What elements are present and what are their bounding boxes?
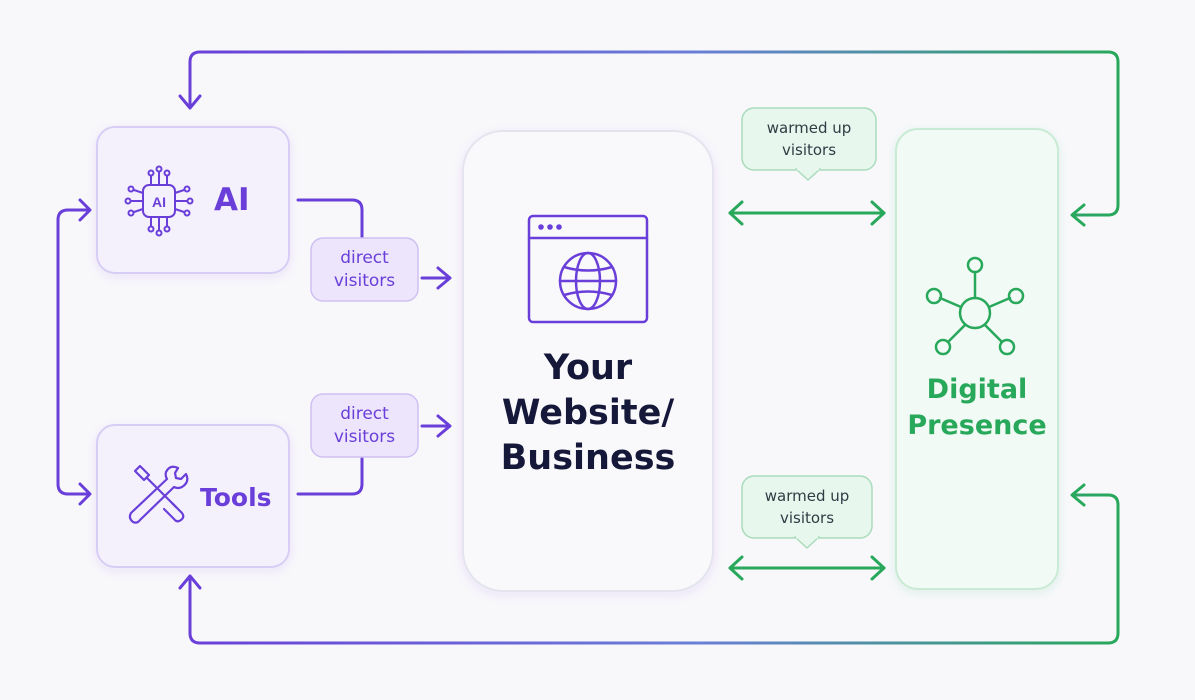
ai-node-label: AI xyxy=(214,182,250,218)
tools-node-label: Tools xyxy=(200,483,272,512)
ai-chip-text: AI xyxy=(152,194,166,210)
ai-tools-connector xyxy=(56,208,90,496)
edge-label-digital-website-bottom: warmed up visitors xyxy=(764,487,850,527)
loop-top-arrowhead-ai xyxy=(178,94,202,110)
pill-ai-direct-visitors xyxy=(310,237,419,302)
website-node-label: Your Website/ Business xyxy=(500,348,676,478)
double-arrow-bottom xyxy=(728,555,886,581)
loop-top-arrowhead-digital xyxy=(1070,203,1086,227)
digital-node xyxy=(895,128,1059,590)
edge-label-digital-website-top: warmed up visitors xyxy=(766,119,852,159)
wrench-screwdriver-icon xyxy=(128,464,189,524)
ai-website-arrowhead xyxy=(436,266,452,290)
browser-globe-icon xyxy=(527,214,649,324)
loop-top-line xyxy=(188,50,1120,217)
loop-bottom-arrowhead-digital xyxy=(1070,483,1086,507)
edge-label-ai-website: direct visitors xyxy=(333,248,396,291)
double-arrow-top xyxy=(728,200,886,226)
digital-node-label: Digital Presence xyxy=(907,374,1047,441)
edge-label-tools-website: direct visitors xyxy=(333,404,396,447)
network-hub-icon xyxy=(925,256,1025,356)
tools-node xyxy=(96,424,290,568)
loop-bottom-arrowhead-tools xyxy=(178,574,202,590)
loop-bottom-line xyxy=(188,493,1120,645)
tools-website-arrowhead xyxy=(436,414,452,438)
website-node xyxy=(462,130,714,592)
pill-tools-direct-visitors xyxy=(310,393,419,458)
ai-chip-icon xyxy=(124,165,194,237)
